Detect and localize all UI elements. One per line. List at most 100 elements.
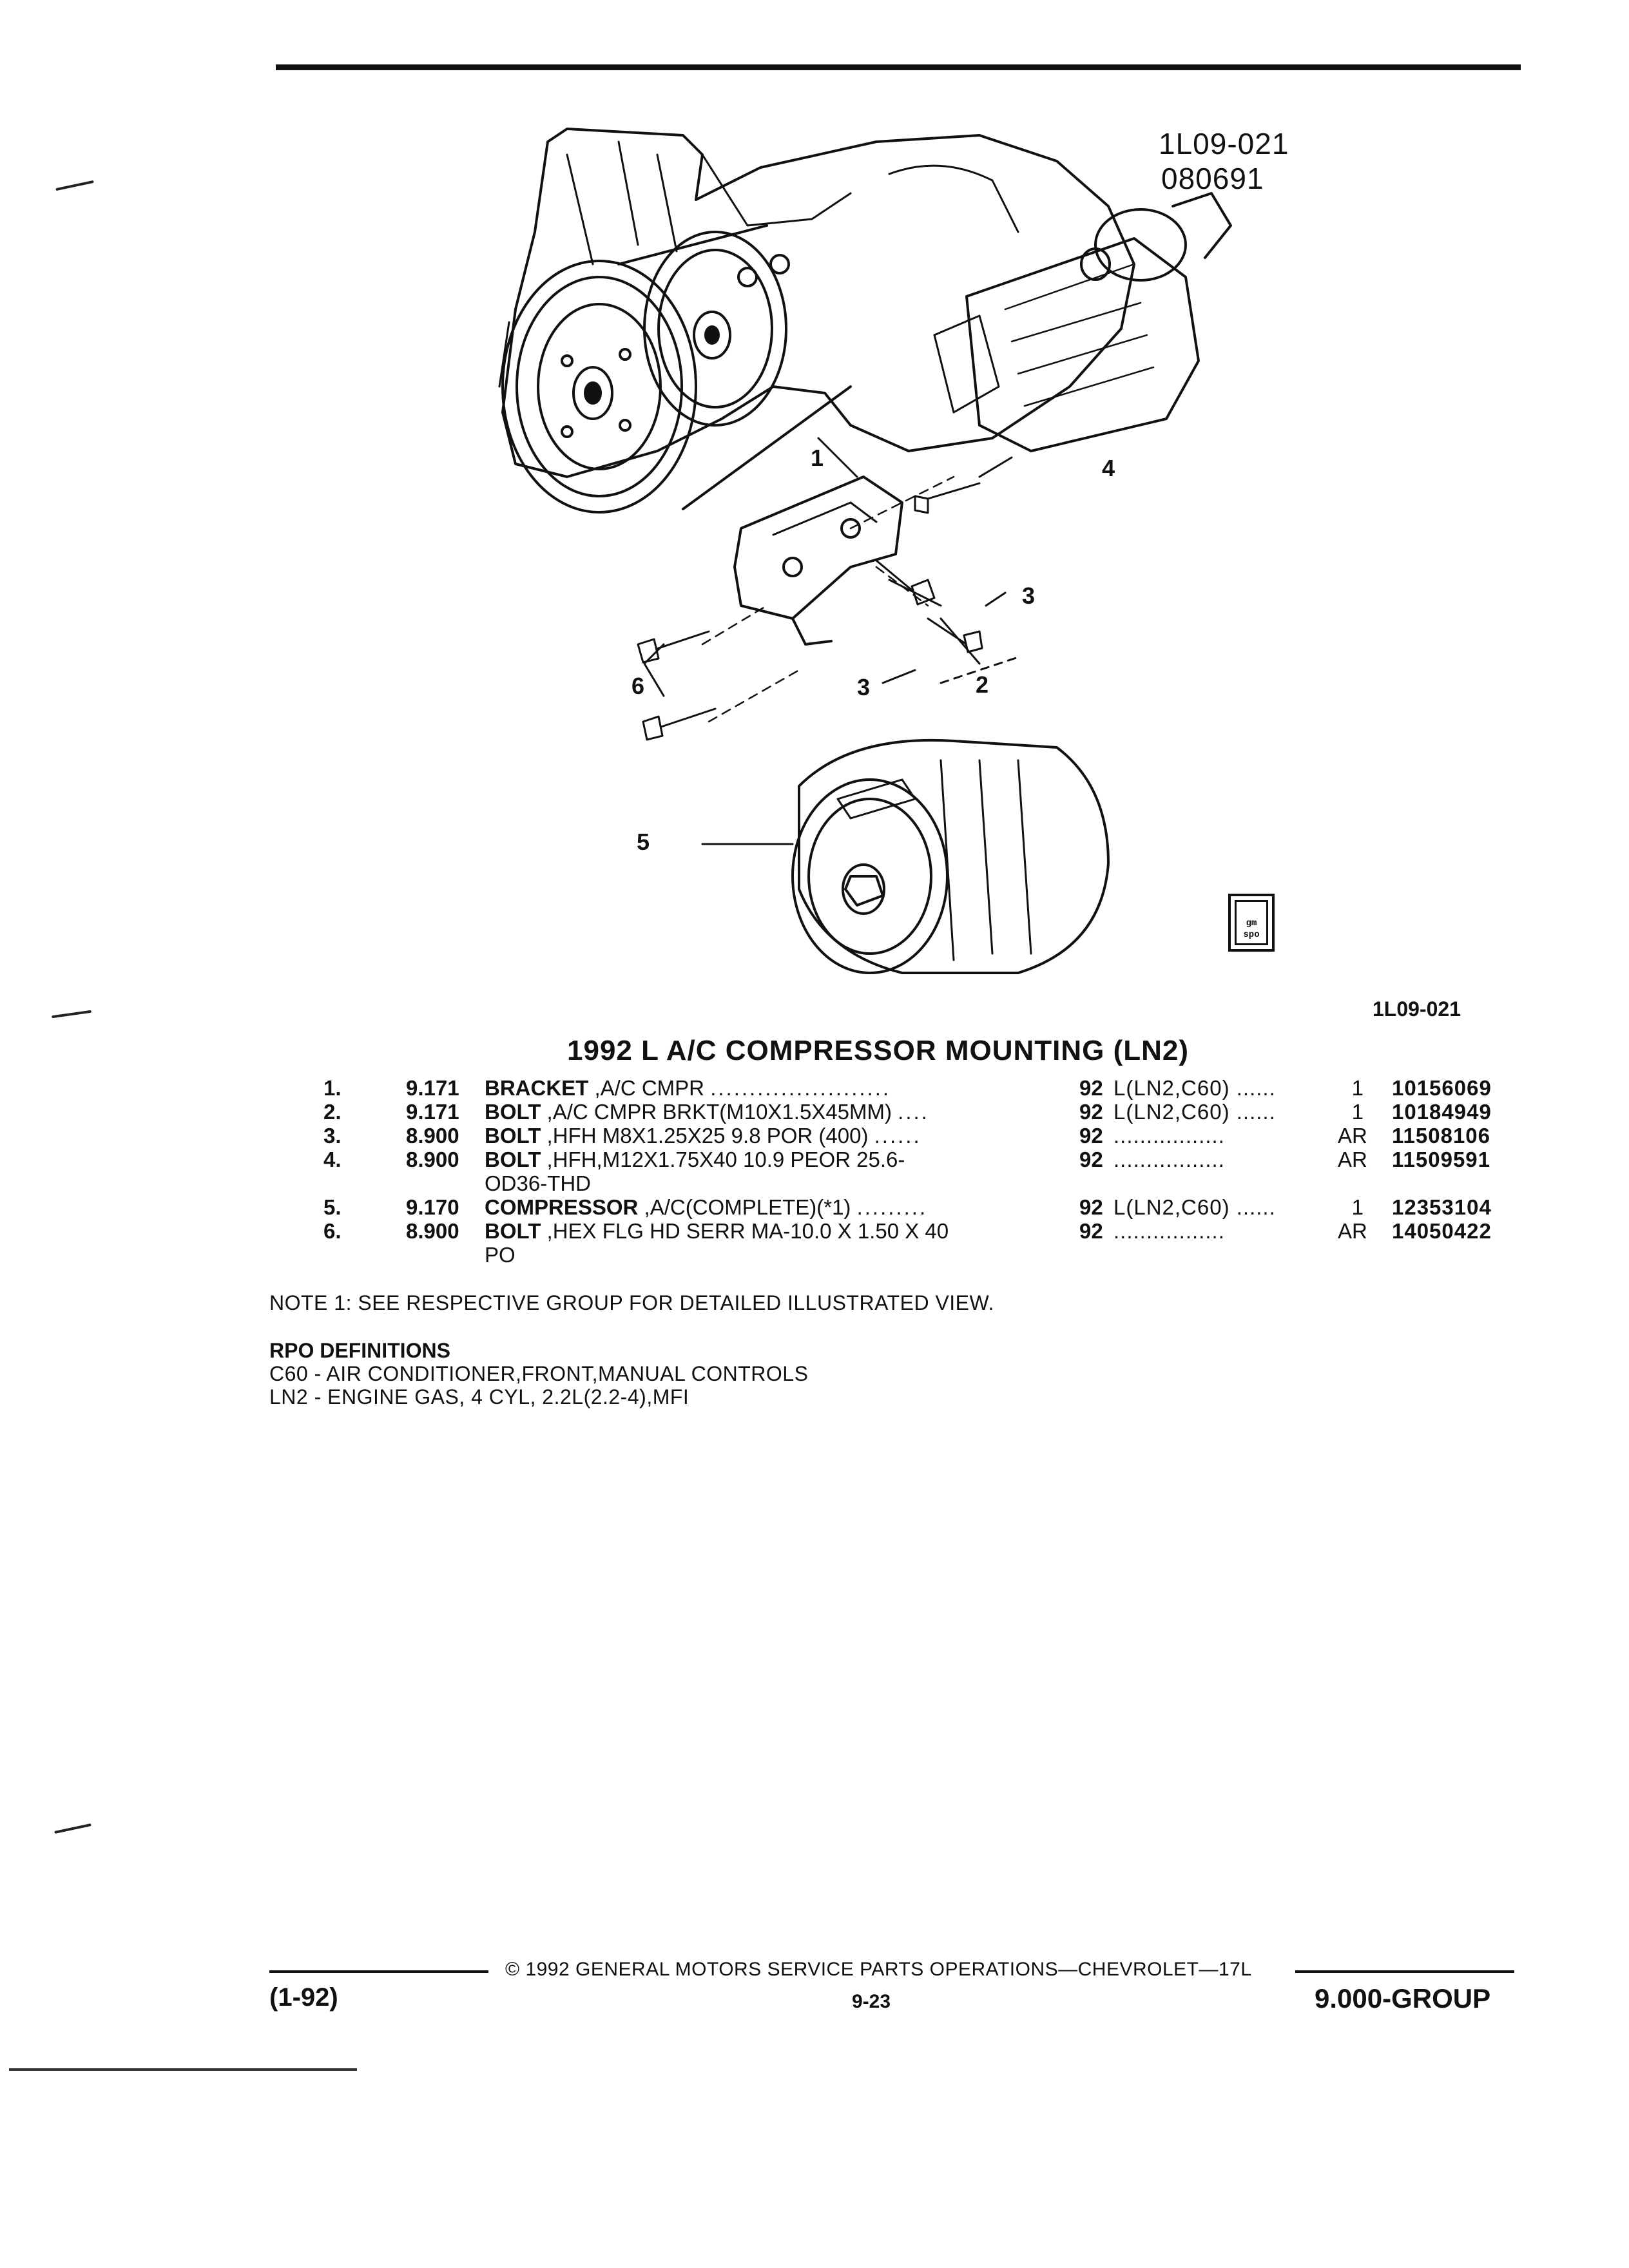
table-row: 4. 8.900 BOLT ,HFH,M12X1.75X40 10.9 PEOR… xyxy=(316,1148,1527,1195)
part-number: 11508106 xyxy=(1392,1124,1491,1148)
group-number: 8.900 xyxy=(406,1148,459,1171)
callout-2: 2 xyxy=(976,671,989,698)
rpo-code: ................. xyxy=(1113,1124,1300,1148)
part-name: BOLT xyxy=(485,1219,541,1243)
table-row: 2. 9.171 BOLT ,A/C CMPR BRKT(M10X1.5X45M… xyxy=(316,1100,1527,1124)
compressor-drawing xyxy=(791,738,1110,974)
quantity: 1 xyxy=(1351,1100,1364,1124)
footer-group: 9.000-GROUP xyxy=(1315,1983,1491,2013)
figure-code-bottom: 1L09-021 xyxy=(1373,997,1461,1021)
parts-list: 1. 9.171 BRACKET ,A/C CMPR .............… xyxy=(316,1076,1527,1267)
gm-spo-logo-text: gm spo xyxy=(1243,918,1260,940)
part-desc: ,A/C CMPR xyxy=(594,1076,705,1100)
model-year: 92 xyxy=(1079,1100,1103,1124)
quantity: AR xyxy=(1338,1219,1367,1243)
model-year: 92 xyxy=(1079,1148,1103,1171)
scan-mark xyxy=(52,1010,92,1019)
leader-dots: .... xyxy=(898,1100,929,1124)
item-number: 5. xyxy=(323,1195,342,1219)
group-number: 8.900 xyxy=(406,1219,459,1243)
callout-1: 1 xyxy=(811,445,824,471)
rpo-text: L(LN2,C60) xyxy=(1113,1100,1230,1124)
part-number: 10184949 xyxy=(1392,1100,1492,1124)
section-title: 1992 L A/C COMPRESSOR MOUNTING (LN2) xyxy=(567,1035,1190,1066)
rpo-code: L(LN2,C60) ...... xyxy=(1113,1100,1300,1124)
item-number: 4. xyxy=(323,1148,342,1171)
part-number: 10156069 xyxy=(1392,1076,1492,1100)
model-year: 92 xyxy=(1079,1124,1103,1148)
rpo-code: L(LN2,C60) ...... xyxy=(1113,1076,1300,1100)
model-year: 92 xyxy=(1079,1195,1103,1219)
part-description: BOLT ,HFH,M12X1.75X40 10.9 PEOR 25.6-OD3… xyxy=(485,1148,1065,1195)
table-row: 3. 8.900 BOLT ,HFH M8X1.25X25 9.8 POR (4… xyxy=(316,1124,1527,1148)
rpo-definitions-heading: RPO DEFINITIONS xyxy=(269,1339,450,1362)
rpo-dots: ................. xyxy=(1113,1219,1225,1243)
part-number: 14050422 xyxy=(1392,1219,1492,1243)
model-year: 92 xyxy=(1079,1219,1103,1243)
quantity: 1 xyxy=(1351,1195,1364,1219)
table-row: 5. 9.170 COMPRESSOR ,A/C(COMPLETE)(*1) .… xyxy=(316,1195,1527,1219)
callout-6: 6 xyxy=(631,673,645,699)
rpo-dots: ................. xyxy=(1113,1148,1225,1171)
group-number: 9.170 xyxy=(406,1195,459,1219)
footer-page-number: 9-23 xyxy=(852,1991,891,2012)
gm-spo-logo: gm spo xyxy=(1228,894,1275,952)
rpo-dots: ...... xyxy=(1236,1076,1276,1100)
bottom-rule xyxy=(9,2068,357,2071)
item-number: 3. xyxy=(323,1124,342,1148)
scan-mark xyxy=(55,180,94,191)
table-row: 6. 8.900 BOLT ,HEX FLG HD SERR MA-10.0 X… xyxy=(316,1219,1527,1267)
part-description: COMPRESSOR ,A/C(COMPLETE)(*1) ......... xyxy=(485,1195,1065,1219)
scan-mark xyxy=(54,1823,92,1834)
group-number: 9.171 xyxy=(406,1100,459,1124)
rpo-code: L(LN2,C60) ...... xyxy=(1113,1195,1300,1219)
callout-3b: 3 xyxy=(857,674,871,700)
part-description: BOLT ,HEX FLG HD SERR MA-10.0 X 1.50 X 4… xyxy=(485,1219,1065,1267)
item-number: 2. xyxy=(323,1100,342,1124)
part-name: COMPRESSOR xyxy=(485,1195,639,1219)
figure-code: 1L09-021 xyxy=(1159,127,1289,160)
crank-pulley-drawing xyxy=(501,260,697,514)
footer-revision-date: (1-92) xyxy=(269,1983,338,2012)
part-desc: ,A/C CMPR BRKT(M10X1.5X45MM) xyxy=(546,1100,892,1124)
belt-drawing xyxy=(617,224,852,510)
part-name: BOLT xyxy=(485,1148,541,1171)
item-number: 6. xyxy=(323,1219,342,1243)
part-desc: ,HEX FLG HD SERR MA-10.0 X 1.50 X 40 xyxy=(546,1219,949,1243)
quantity: 1 xyxy=(1351,1076,1364,1100)
footer-rule-left xyxy=(269,1970,488,1973)
quantity: AR xyxy=(1338,1124,1367,1148)
part-description: BOLT ,A/C CMPR BRKT(M10X1.5X45MM) .... xyxy=(485,1100,1065,1124)
rpo-code: ................. xyxy=(1113,1219,1300,1243)
callout-3: 3 xyxy=(1022,582,1036,609)
leader-dots: ......... xyxy=(856,1195,928,1219)
footer-copyright: © 1992 GENERAL MOTORS SERVICE PARTS OPER… xyxy=(505,1959,1252,1980)
top-rule xyxy=(276,64,1521,70)
part-desc-continued: OD36-THD xyxy=(485,1171,592,1195)
table-row: 1. 9.171 BRACKET ,A/C CMPR .............… xyxy=(316,1076,1527,1100)
part-name: BOLT xyxy=(485,1100,541,1124)
rpo-definition-c60: C60 - AIR CONDITIONER,FRONT,MANUAL CONTR… xyxy=(269,1362,809,1385)
item-number: 1. xyxy=(323,1076,342,1100)
rpo-dots: ...... xyxy=(1236,1195,1276,1219)
leader-dots: ...... xyxy=(874,1124,921,1148)
rpo-definition-ln2: LN2 - ENGINE GAS, 4 CYL, 2.2L(2.2-4),MFI xyxy=(269,1385,689,1408)
callout-5: 5 xyxy=(637,829,650,855)
engine-block-drawing xyxy=(498,128,1135,478)
part-description: BRACKET ,A/C CMPR ......................… xyxy=(485,1076,1065,1100)
rpo-dots: ...... xyxy=(1236,1100,1276,1124)
rpo-text: L(LN2,C60) xyxy=(1113,1076,1230,1100)
part-name: BRACKET xyxy=(485,1076,589,1100)
figure-date-code: 080691 xyxy=(1161,162,1264,195)
rpo-dots: ................. xyxy=(1113,1124,1225,1148)
part-desc: ,HFH,M12X1.75X40 10.9 PEOR 25.6- xyxy=(546,1148,905,1171)
callout-leaders xyxy=(643,437,1013,845)
rpo-text: L(LN2,C60) xyxy=(1113,1195,1230,1219)
part-number: 12353104 xyxy=(1392,1195,1492,1219)
note: NOTE 1: SEE RESPECTIVE GROUP FOR DETAILE… xyxy=(269,1291,994,1314)
bolt-drawings xyxy=(637,482,1019,741)
part-name: BOLT xyxy=(485,1124,541,1148)
part-desc: ,HFH M8X1.25X25 9.8 POR (400) xyxy=(546,1124,869,1148)
footer-rule-right xyxy=(1295,1970,1514,1973)
part-desc-continued: PO xyxy=(485,1243,516,1267)
